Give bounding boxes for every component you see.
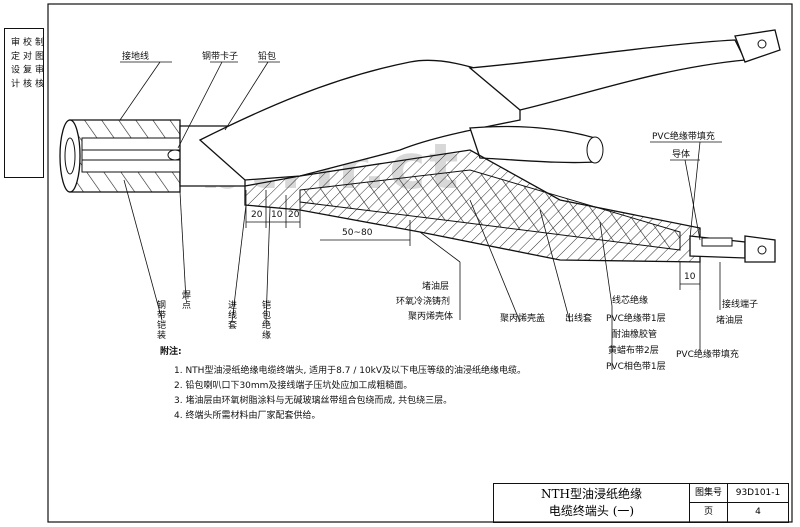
- label-wax-cloth: 黄蜡布带2层: [608, 346, 659, 356]
- upper-branch: [468, 39, 747, 111]
- dim-50-80: 50~80: [342, 228, 373, 238]
- page-number: 4: [755, 507, 761, 517]
- label-steel-clamp: 钢带卡子: [202, 52, 239, 62]
- sidebar-row-2: 校 对 复 核: [21, 37, 31, 89]
- label-lead-sheath: 铅包: [258, 52, 277, 62]
- label-outlet-sleeve: 出线套: [565, 314, 593, 324]
- sidebar-row-3: 制 图 审 核: [33, 37, 43, 89]
- atlas-number: 93D101-1: [728, 484, 788, 503]
- label-block-oil-right: 堵油层: [716, 316, 744, 326]
- drawing-frame: [47, 3, 793, 523]
- label-oil-rubber-tube: 耐油橡胶管: [612, 330, 658, 340]
- title-block-title: NTH型油浸纸绝缘 电缆终端头 (一): [494, 484, 690, 522]
- label-pvc-fill-bottom: PVC绝缘带填充: [676, 350, 739, 360]
- lower-terminal-lug: [744, 235, 776, 263]
- label-pvc-fill-top: PVC绝缘带填充: [652, 132, 715, 142]
- armored-cable: [59, 119, 183, 193]
- atlas-label: 图集号: [690, 484, 728, 503]
- label-block-oil: 堵油层: [422, 282, 450, 292]
- dim-20-a: 20: [251, 210, 263, 220]
- label-conductor: 导体: [672, 150, 691, 160]
- signature-sidebar: 审 定 设 计 校 对 复 核 制 图 审 核: [4, 28, 44, 178]
- label-inlet-sleeve: 进线套: [226, 300, 236, 330]
- notes-heading: 附注:: [160, 347, 182, 357]
- bottom-leaders: [123, 179, 721, 370]
- label-ground-wire: 接地线: [122, 52, 150, 62]
- label-lead-wrap: 铠包绝缘: [260, 300, 270, 340]
- dim-10-right: 10: [684, 272, 696, 282]
- middle-branch: [469, 125, 596, 164]
- title-line-2: 电缆终端头 (一): [548, 504, 635, 518]
- label-steel-armor: 钢带铠装: [155, 300, 165, 340]
- label-pe-sleeve: 聚丙烯壳盖: [500, 314, 546, 324]
- note-item: 1. NTH型油浸纸绝缘电缆终端头, 适用于8.7 / 10kV及以下电压等级的…: [174, 366, 527, 376]
- note-item: 2. 铅包喇叭口下30mm及接线端子压坑处应加工成粗糙面。: [174, 381, 413, 391]
- dim-20-b: 20: [288, 210, 300, 220]
- note-item: 4. 终端头所需材料由厂家配套供给。: [174, 411, 321, 421]
- label-pvc-phase: PVC相色带1层: [606, 362, 666, 372]
- upper-terminal: [734, 29, 781, 63]
- label-core-insulation: 线芯绝缘: [612, 296, 649, 306]
- top-leaders: [119, 61, 722, 241]
- dim-10: 10: [271, 210, 283, 220]
- title-block: NTH型油浸纸绝缘 电缆终端头 (一) 图集号 93D101-1 页 4: [493, 483, 789, 523]
- title-line-1: NTH型油浸纸绝缘: [541, 487, 642, 501]
- label-weld: 焊点: [180, 290, 190, 310]
- label-pvc-layer1: PVC绝缘带1层: [606, 314, 666, 324]
- notes-section: 附注: 1. NTH型油浸纸绝缘电缆终端头, 适用于8.7 / 10kV及以下电…: [160, 345, 526, 424]
- label-epoxy: 环氧冷浇铸剂: [396, 297, 451, 307]
- note-item: 3. 堵油层由环氧树脂涂料与无碱玻璃丝带组合包绕而成, 共包绕三层。: [174, 396, 453, 406]
- sidebar-row-1: 审 定 设 计: [9, 37, 19, 89]
- upper-housing: [198, 59, 521, 181]
- label-pp-housing: 聚丙烯壳体: [408, 312, 454, 322]
- page-label: 页: [690, 503, 728, 522]
- label-terminal: 接线端子: [722, 300, 759, 310]
